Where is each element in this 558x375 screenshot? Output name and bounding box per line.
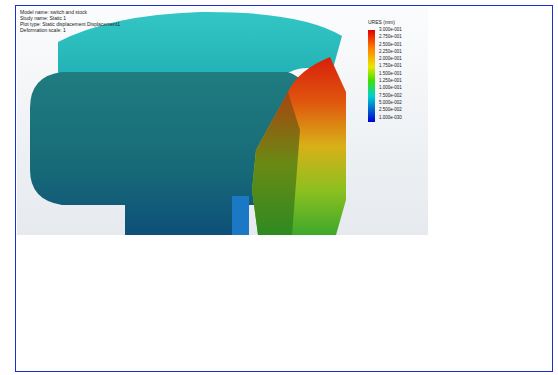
study-info: Model name: switch and stockStudy name: …: [20, 9, 120, 33]
study-info-line: Deformation scale: 1: [20, 27, 120, 33]
legend-heading: URES (mm): [368, 19, 395, 25]
study-info-line: Plot type: Static displacement Displacem…: [20, 21, 120, 27]
legend-value: 2.000e-001: [379, 55, 402, 62]
study-info-line: Model name: switch and stock: [20, 9, 120, 15]
legend-value: 1.500e-001: [379, 70, 402, 77]
legend-value: 5.000e-002: [379, 99, 402, 106]
legend-value: 2.500e-001: [379, 41, 402, 48]
legend-value: 2.250e-001: [379, 48, 402, 55]
legend-value: 1.000e-030: [379, 114, 402, 121]
legend-value: 1.000e-001: [379, 84, 402, 91]
legend-value: 1.750e-001: [379, 62, 402, 69]
legend-values: 3.000e-0012.750e-0012.500e-0012.250e-001…: [379, 26, 402, 121]
study-info-line: Study name: Static 1: [20, 15, 120, 21]
legend-value: 1.250e-001: [379, 77, 402, 84]
legend-value: 2.500e-002: [379, 106, 402, 113]
legend-value: 3.000e-001: [379, 26, 402, 33]
legend-value: 7.500e-002: [379, 92, 402, 99]
legend-title: URES (mm): [368, 19, 395, 25]
legend-value: 2.750e-001: [379, 33, 402, 40]
